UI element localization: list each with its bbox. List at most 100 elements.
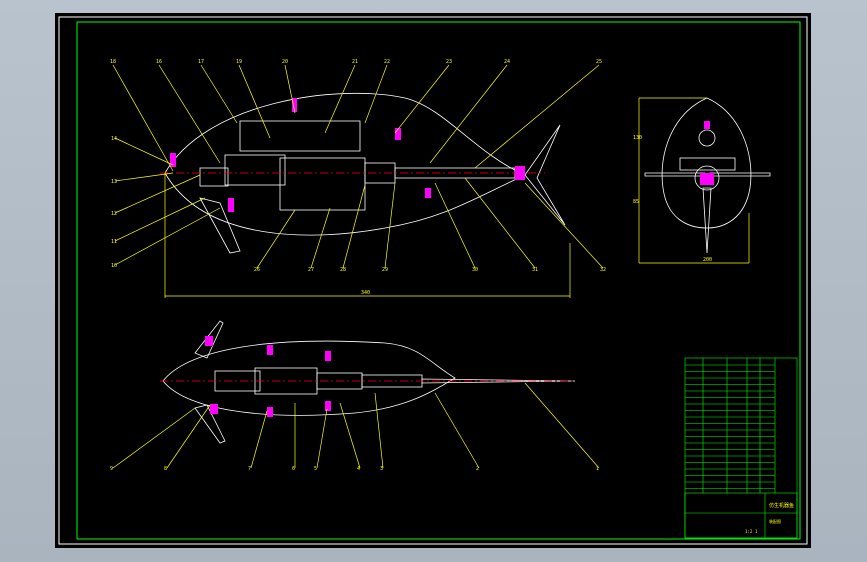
- section-mark: [704, 121, 710, 129]
- leader-line: [524, 382, 600, 469]
- leader-line: [114, 197, 206, 242]
- leader-line: [364, 64, 388, 124]
- leader-line: [316, 408, 328, 469]
- leader-line: [342, 184, 366, 269]
- leader-line: [339, 402, 361, 469]
- pectoral-fin: [199, 197, 241, 254]
- callout-19: 19: [236, 59, 242, 65]
- tail-fin: [524, 124, 566, 226]
- top-view-leaders: 9 8 7 6 5 4 3 2 1: [110, 382, 600, 472]
- leader-line: [238, 64, 271, 139]
- front-hub-top: [698, 129, 716, 147]
- section-mark: [267, 407, 273, 417]
- top-front-module: [214, 370, 261, 392]
- callout-31: 31: [532, 267, 538, 273]
- section-mark: [210, 404, 218, 414]
- title-block-name: 仿生机器鱼: [769, 502, 794, 509]
- title-block-sheet: 1: [755, 529, 758, 534]
- section-mark: [228, 198, 234, 212]
- leader-line: [112, 64, 174, 172]
- front-hub-bottom: [694, 165, 720, 191]
- leader-line: [284, 64, 296, 114]
- title-block-scale: 1:2: [745, 529, 753, 534]
- top-fin-upper: [194, 320, 224, 359]
- leader-line: [158, 64, 221, 164]
- callout-17: 17: [198, 59, 204, 65]
- section-mark: [170, 153, 176, 167]
- leader-line: [384, 182, 396, 269]
- title-block-drawing-no: 装配图: [769, 518, 781, 524]
- front-crossbar: [679, 157, 736, 171]
- leader-line: [256, 209, 296, 269]
- left-fin: [644, 172, 708, 177]
- leader-line: [434, 392, 480, 469]
- side-view-dimension: [164, 173, 571, 298]
- side-dimension-label: 340: [361, 290, 370, 296]
- front-dimension-w: 200: [703, 257, 712, 263]
- callout-18: 18: [110, 59, 116, 65]
- section-mark: [700, 173, 714, 185]
- section-mark: [292, 98, 297, 112]
- callout-16: 16: [156, 59, 162, 65]
- leader-line: [114, 172, 174, 182]
- parts-list-frame: [684, 357, 798, 539]
- callout-26: 26: [254, 267, 260, 273]
- callout-8: 8: [164, 466, 167, 472]
- leader-line: [434, 182, 476, 269]
- bottom-fin: [702, 187, 712, 254]
- section-mark: [325, 401, 331, 411]
- leader-line: [112, 407, 196, 469]
- callout-29: 29: [382, 267, 388, 273]
- leader-line: [474, 64, 600, 169]
- callout-2: 2: [476, 466, 479, 472]
- title-frame: [684, 492, 798, 539]
- leader-line: [114, 174, 201, 214]
- callout-21: 21: [352, 59, 358, 65]
- top-view-sections: [205, 336, 331, 417]
- front-view-dimension: [638, 97, 750, 264]
- front-dimension-h2: 85: [633, 199, 639, 205]
- callout-13: 13: [111, 179, 117, 185]
- title-block: [684, 357, 798, 539]
- callout-30: 30: [472, 267, 478, 273]
- top-body-outline: [162, 340, 456, 416]
- callout-27: 27: [308, 267, 314, 273]
- callout-25: 25: [596, 59, 602, 65]
- callout-7: 7: [248, 466, 251, 472]
- leader-line: [429, 64, 508, 164]
- inner-border: [76, 21, 801, 540]
- callout-11: 11: [111, 239, 117, 245]
- side-view: [160, 93, 566, 254]
- front-body-outline: [661, 97, 752, 229]
- callout-3: 3: [380, 466, 383, 472]
- leader-line: [524, 182, 604, 269]
- callout-24: 24: [504, 59, 510, 65]
- gear-housing: [224, 154, 286, 186]
- leader-line: [166, 404, 211, 469]
- battery-housing: [239, 120, 361, 152]
- leader-line: [200, 64, 238, 124]
- fish-body-outline: [164, 93, 526, 236]
- callout-9: 9: [110, 466, 113, 472]
- leader-line: [114, 137, 174, 166]
- section-mark: [515, 166, 525, 180]
- callout-1: 1: [596, 466, 599, 472]
- section-mark: [205, 336, 213, 346]
- callout-28: 28: [340, 267, 346, 273]
- callout-4: 4: [357, 466, 360, 472]
- front-view-sections: [700, 121, 714, 185]
- leader-line: [324, 64, 356, 134]
- section-mark: [425, 188, 431, 198]
- motor-housing: [279, 157, 366, 211]
- leader-line: [394, 64, 450, 134]
- callout-12: 12: [111, 211, 117, 217]
- leader-line: [310, 207, 331, 269]
- callout-20: 20: [282, 59, 288, 65]
- top-fin-lower: [194, 404, 226, 444]
- callout-5: 5: [314, 466, 317, 472]
- callout-6: 6: [292, 466, 295, 472]
